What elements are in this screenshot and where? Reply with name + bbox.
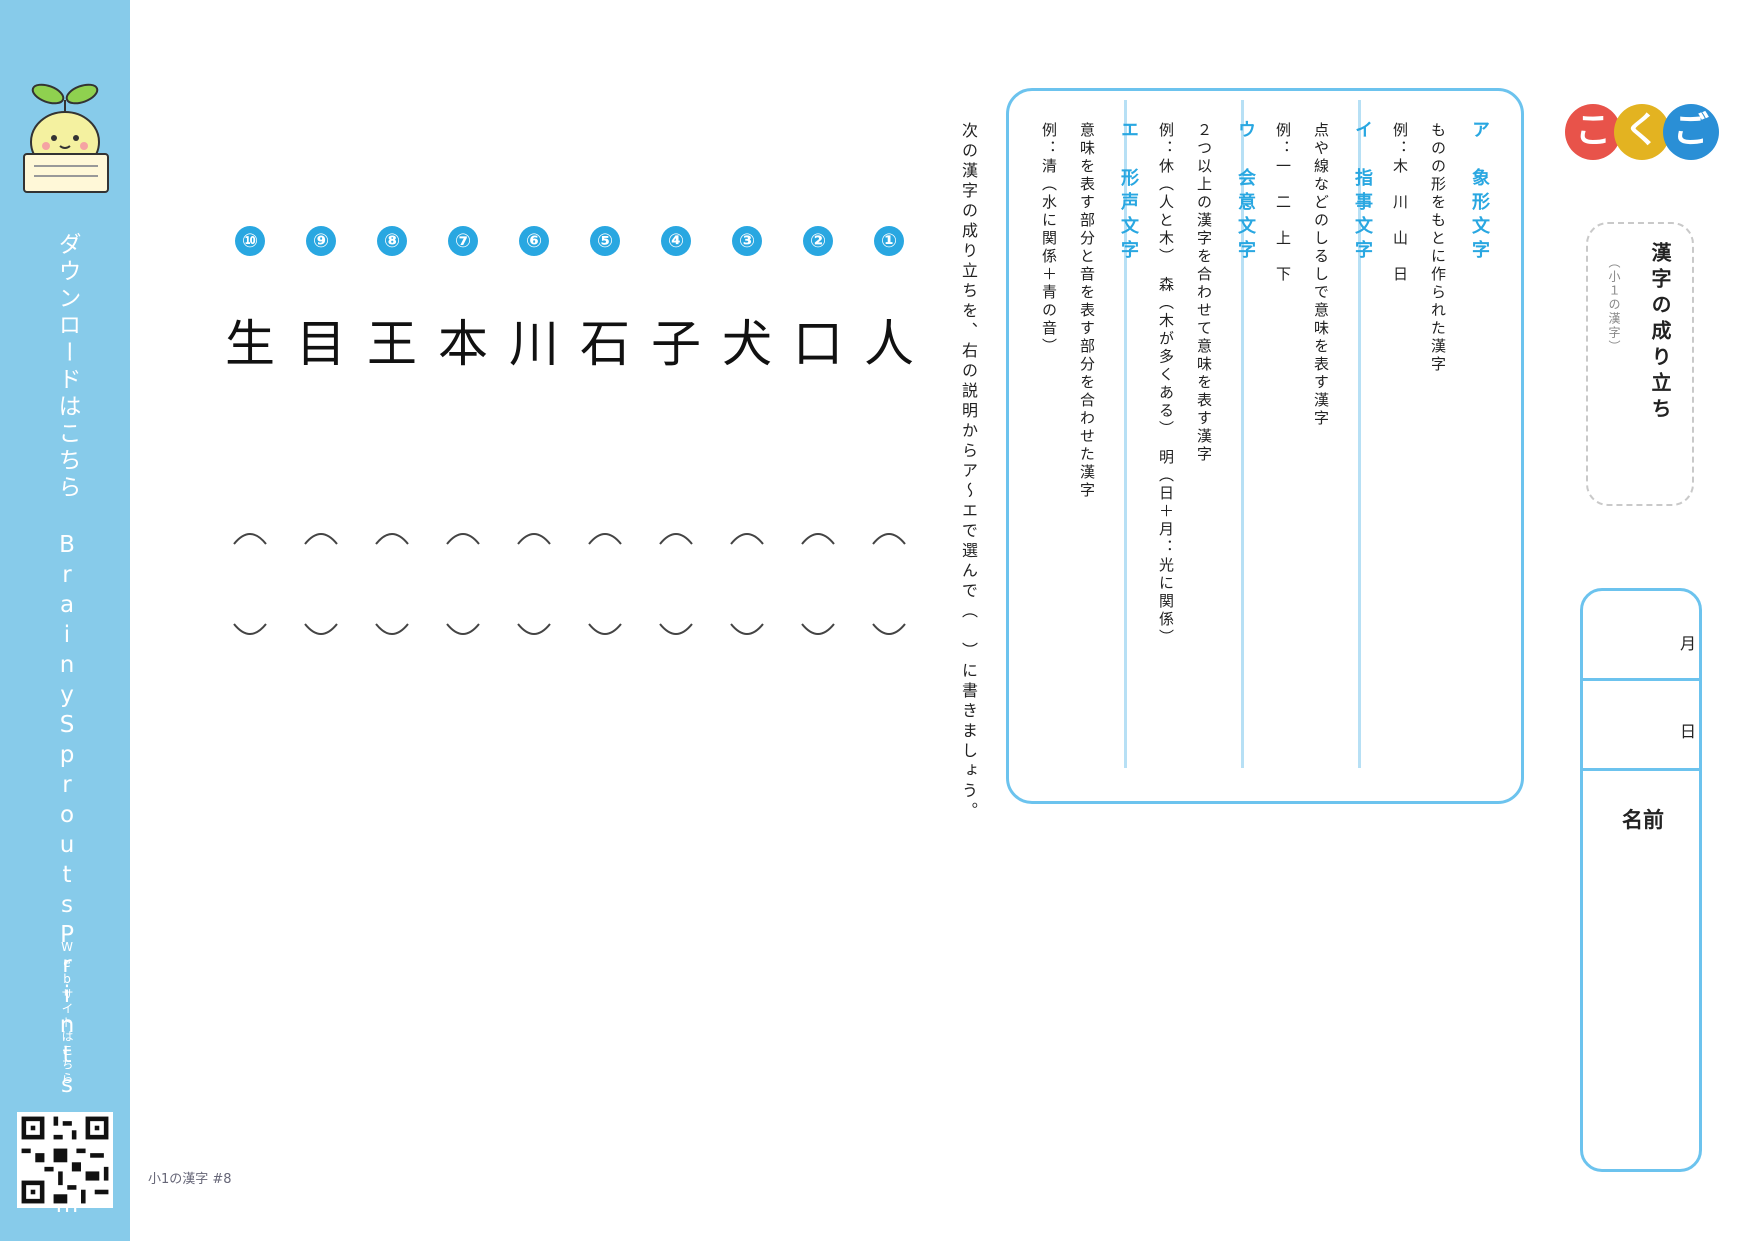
answer-paren-close[interactable] (303, 622, 339, 642)
question-kanji: 犬 (722, 315, 772, 373)
question-kanji: 目 (296, 315, 346, 373)
answer-paren-close[interactable] (374, 622, 410, 642)
reference-description: 点や線などのしるしで意味を表す漢字 (1312, 122, 1330, 428)
question-kanji: 子 (651, 315, 701, 373)
reference-example: 例：清（水に関係＋青の音） (1040, 122, 1058, 356)
answer-paren-open[interactable] (658, 526, 694, 546)
answer-paren-close[interactable] (800, 622, 836, 642)
question-kanji: 人 (864, 315, 914, 373)
divider (1583, 768, 1699, 771)
question-number: ① (874, 226, 904, 256)
name-date-box (1580, 588, 1702, 1172)
question-number: ⑨ (306, 226, 336, 256)
reference-title: イ 指事文字 (1352, 120, 1373, 264)
column-divider (1124, 100, 1127, 768)
page-subtitle: （小１の漢字） (1607, 256, 1621, 354)
answer-paren-close[interactable] (587, 622, 623, 642)
reference-box (1006, 88, 1524, 804)
reference-title: ウ 会意文字 (1235, 120, 1256, 264)
answer-paren-close[interactable] (729, 622, 765, 642)
title-box (1586, 222, 1694, 506)
instruction-text: 次の漢字の成り立ちを、右の説明からア〜エで選んで（ ）に書きましょう。 (959, 122, 978, 822)
divider (1583, 678, 1699, 681)
answer-paren-open[interactable] (374, 526, 410, 546)
question-kanji: 生 (225, 315, 275, 373)
reference-title: エ 形声文字 (1118, 120, 1139, 264)
reference-description: ものの形をもとに作られた漢字 (1429, 122, 1447, 374)
download-link[interactable]: ダウンロードはこちら BrainySproutsPrints.com (54, 232, 80, 1222)
question-number: ③ (732, 226, 762, 256)
answer-paren-close[interactable] (445, 622, 481, 642)
qr-code-icon[interactable] (17, 1112, 113, 1208)
answer-paren-close[interactable] (232, 622, 268, 642)
reference-example: 例：木 川 山 日 (1391, 122, 1409, 284)
question-number: ⑩ (235, 226, 265, 256)
kokugo-logo: こ く ご (1565, 104, 1720, 164)
answer-paren-open[interactable] (232, 526, 268, 546)
question-number: ⑧ (377, 226, 407, 256)
page-title: 漢字の成り立ち (1648, 242, 1672, 424)
reference-title: ア 象形文字 (1469, 120, 1490, 264)
question-number: ⑥ (519, 226, 549, 256)
day-label: 日 (1680, 722, 1697, 741)
question-number: ② (803, 226, 833, 256)
website-link-label[interactable]: Webサイトはこちら (60, 940, 74, 1086)
column-divider (1358, 100, 1361, 768)
name-label: 名前 (1622, 808, 1664, 832)
logo-char-2: く (1614, 104, 1670, 160)
answer-paren-close[interactable] (516, 622, 552, 642)
question-kanji: 川 (509, 315, 559, 373)
question-number: ⑦ (448, 226, 478, 256)
reference-example: 例：一 二 上 下 (1274, 122, 1292, 284)
question-number: ⑤ (590, 226, 620, 256)
answer-paren-open[interactable] (303, 526, 339, 546)
question-kanji: 口 (793, 315, 843, 373)
worksheet-label: 小1の漢字 #8 (148, 1172, 232, 1187)
month-label: 月 (1680, 634, 1697, 653)
logo-char-1: こ (1565, 104, 1621, 160)
question-number: ④ (661, 226, 691, 256)
reference-description: ２つ以上の漢字を合わせて意味を表す漢字 (1195, 122, 1213, 464)
answer-paren-open[interactable] (729, 526, 765, 546)
answer-paren-open[interactable] (800, 526, 836, 546)
sidebar: ダウンロードはこちら BrainySproutsPrints.com Webサイ… (0, 0, 130, 1241)
reference-example: 例：休（人と木） 森（木が多くある） 明（日＋月：光に関係） (1157, 122, 1175, 647)
answer-paren-open[interactable] (516, 526, 552, 546)
question-kanji: 本 (438, 315, 488, 373)
question-kanji: 石 (580, 315, 630, 373)
answer-paren-open[interactable] (587, 526, 623, 546)
sprout-mascot-icon (23, 83, 109, 193)
reference-description: 意味を表す部分と音を表す部分を合わせた漢字 (1078, 122, 1096, 500)
answer-paren-close[interactable] (658, 622, 694, 642)
logo-char-3: ご (1663, 104, 1719, 160)
answer-paren-open[interactable] (871, 526, 907, 546)
answer-paren-open[interactable] (445, 526, 481, 546)
question-kanji: 王 (367, 315, 417, 373)
answer-paren-close[interactable] (871, 622, 907, 642)
column-divider (1241, 100, 1244, 768)
